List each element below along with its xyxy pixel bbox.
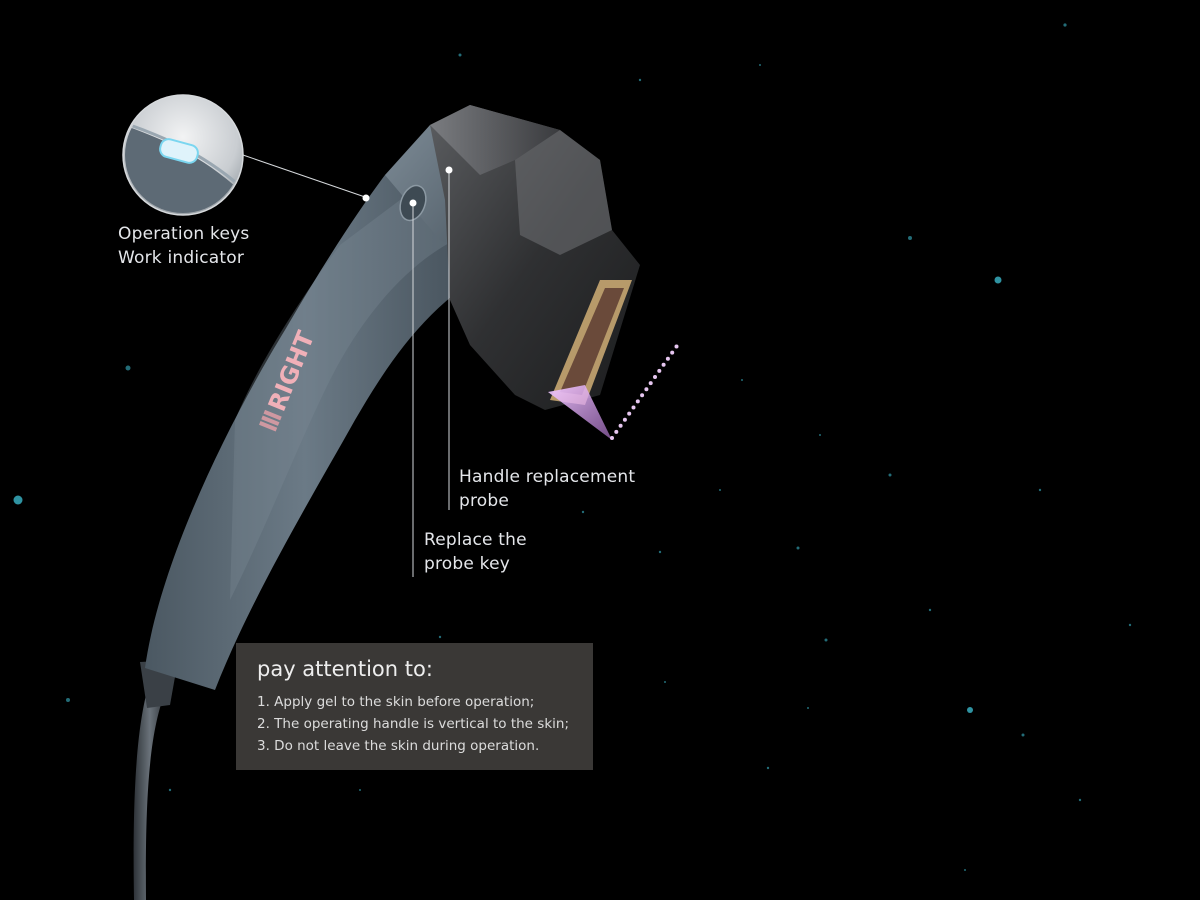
star — [807, 707, 809, 709]
handle-facet — [230, 200, 455, 600]
star — [664, 681, 666, 683]
star — [581, 510, 585, 514]
beam-dot — [618, 423, 623, 428]
beam-dot — [622, 417, 627, 422]
beam-dot — [644, 387, 649, 392]
work-indicator-light — [159, 138, 199, 164]
callout-operation-line1: Operation keys — [118, 224, 250, 244]
beam-dot — [653, 375, 657, 379]
star — [1021, 733, 1025, 737]
star — [1063, 23, 1067, 27]
notice-item: 2. The operating handle is vertical to t… — [257, 716, 569, 732]
beam-dot — [614, 429, 619, 434]
callout-label-operation: Operation keys Work indicator — [118, 222, 249, 270]
callout-handle-line1: Handle replacement — [459, 467, 636, 487]
star — [359, 789, 361, 791]
callout-dot-replace — [409, 199, 417, 207]
beam-dot — [665, 356, 670, 361]
star — [741, 379, 743, 381]
callout-line-operation — [242, 154, 366, 198]
callout-label-handle-probe: Handle replacement probe — [459, 465, 635, 513]
device-cable — [133, 680, 166, 900]
star — [994, 276, 1002, 284]
star-field — [13, 23, 1132, 871]
beam-dot — [648, 381, 653, 386]
beam-dot — [631, 405, 636, 410]
star — [766, 766, 770, 770]
callout-label-replace-key: Replace the probe key — [424, 528, 527, 576]
beam-dot — [610, 436, 614, 440]
beam-dot-trail — [610, 344, 679, 440]
star — [1038, 488, 1042, 492]
callout-dot-handle — [445, 166, 453, 174]
star — [438, 635, 442, 639]
star — [168, 788, 172, 792]
notice-title: pay attention to: — [257, 657, 433, 681]
star — [1078, 798, 1082, 802]
callout-handle-line2: probe — [459, 491, 510, 511]
beam-dot — [661, 362, 666, 367]
star — [759, 64, 761, 66]
star — [819, 434, 821, 436]
callout-replace-line1: Replace the — [424, 530, 527, 550]
device-head-face — [515, 130, 612, 255]
notice-list: 1. Apply gel to the skin before operatio… — [257, 691, 593, 757]
beam-dot — [627, 411, 632, 416]
star — [66, 698, 70, 702]
notice-item: 1. Apply gel to the skin before operatio… — [257, 694, 535, 710]
star — [458, 53, 462, 57]
star — [824, 638, 828, 642]
callout-replace-line2: probe key — [424, 554, 511, 574]
notice-panel: pay attention to: 1. Apply gel to the sk… — [236, 643, 593, 770]
beam-dot — [635, 399, 640, 404]
star — [638, 78, 642, 82]
star — [928, 608, 932, 612]
star — [796, 546, 800, 550]
star — [719, 489, 721, 491]
ultrasound-beam — [548, 385, 612, 440]
beam-dot — [657, 368, 662, 373]
star — [888, 473, 892, 477]
notice-item: 3. Do not leave the skin during operatio… — [257, 738, 540, 754]
callout-operation-line2: Work indicator — [118, 248, 245, 268]
beam-dot — [670, 350, 675, 355]
callout-dot-operation — [362, 194, 370, 202]
beam-dot — [674, 344, 679, 349]
probe-window-inner — [560, 288, 624, 395]
star — [13, 495, 23, 505]
star — [658, 550, 662, 554]
device-handle — [145, 140, 500, 690]
star — [1128, 623, 1132, 627]
beam-dot — [640, 393, 645, 398]
star — [967, 707, 973, 713]
star — [125, 365, 131, 371]
device-head-top — [430, 105, 560, 175]
star — [908, 236, 912, 240]
star — [964, 869, 966, 871]
